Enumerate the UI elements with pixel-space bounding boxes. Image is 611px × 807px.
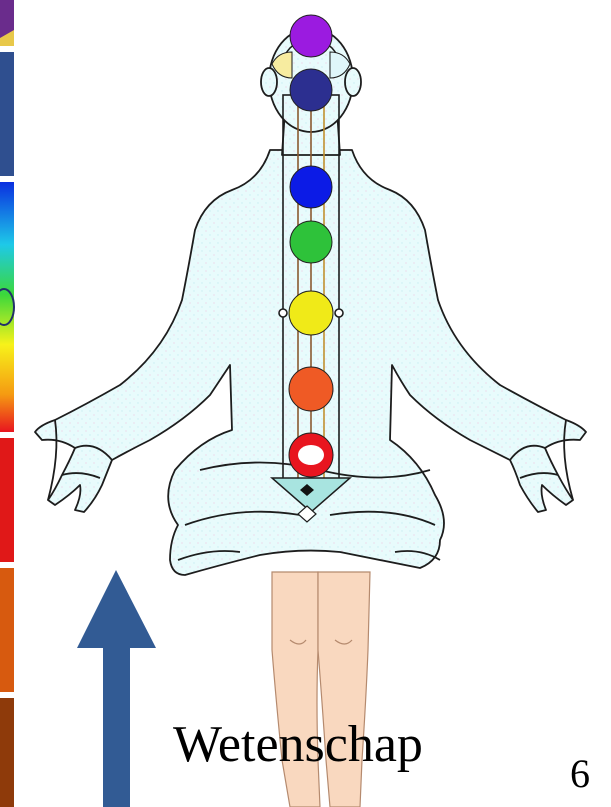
chakra-third-eye	[290, 69, 332, 111]
chakra-throat	[290, 166, 332, 208]
left-color-strip	[0, 0, 14, 807]
up-arrow-icon	[77, 570, 156, 807]
chakra-sacral	[289, 367, 333, 411]
caption-label: Wetenschap	[173, 715, 423, 775]
slide-number: 6	[570, 752, 590, 796]
chakra-crown	[290, 15, 332, 57]
chakra-heart	[290, 221, 332, 263]
chakra-root	[289, 433, 333, 477]
chakra-solar-plexus	[289, 291, 333, 335]
